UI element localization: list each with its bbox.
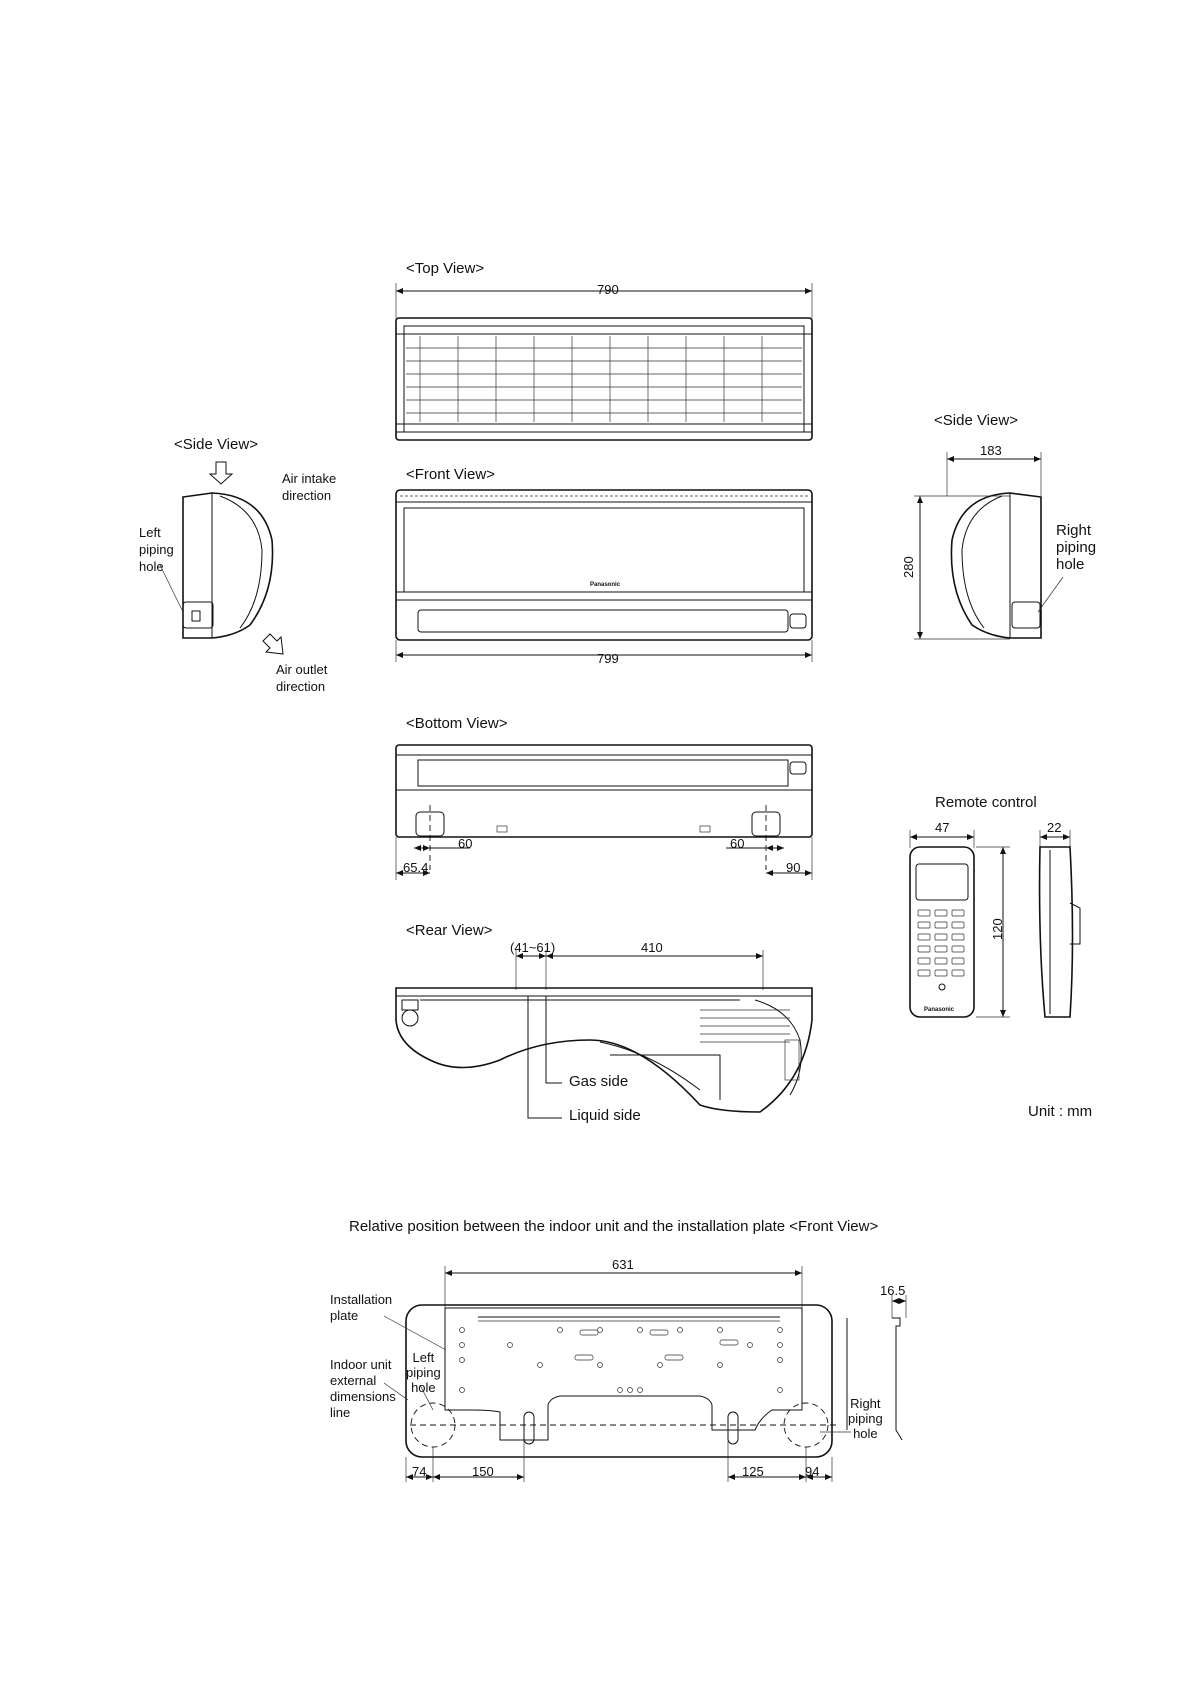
- plate-hole: [459, 1357, 465, 1363]
- plate-74-dimension: 74: [412, 1464, 427, 1479]
- remote-button: [951, 945, 965, 953]
- remote-button: [951, 969, 965, 977]
- liquid-side-label: Liquid side: [569, 1107, 641, 1124]
- rear-410-dimension: 410: [641, 940, 663, 955]
- remote-button: [917, 909, 931, 917]
- remote-button: [917, 957, 931, 965]
- remote-depth-dimension: 22: [1047, 820, 1062, 835]
- remote-button: [934, 921, 948, 929]
- plate-left-piping-hole-label: Left piping hole: [406, 1350, 441, 1395]
- remote-button: [917, 933, 931, 941]
- plate-hole: [747, 1342, 753, 1348]
- plate-hole: [597, 1327, 603, 1333]
- plate-hole: [777, 1342, 783, 1348]
- gas-side-label: Gas side: [569, 1073, 629, 1090]
- remote-brand-logo: Panasonic: [924, 1007, 955, 1013]
- plate-hole: [637, 1387, 643, 1393]
- installation-plate-label: Installation plate: [330, 1292, 393, 1323]
- plate-slot: [649, 1329, 669, 1336]
- plate-16-5-dimension: 16.5: [880, 1283, 906, 1298]
- plate-hole: [507, 1342, 513, 1348]
- bottom-right-90-dimension: 90: [786, 860, 801, 875]
- remote-height-dimension: 120: [990, 918, 1005, 940]
- air-intake-label: Air intake direction: [282, 471, 337, 503]
- remote-button: [951, 957, 965, 965]
- plate-hole: [777, 1387, 783, 1393]
- left-side-view-drawing: [159, 461, 284, 655]
- plate-slot: [579, 1329, 599, 1336]
- plate-125-dimension: 125: [742, 1464, 764, 1479]
- left-side-view-title: <Side View>: [174, 436, 258, 453]
- remote-button: [934, 969, 948, 977]
- plate-hole: [777, 1327, 783, 1333]
- plate-hole: [717, 1362, 723, 1368]
- remote-button: [934, 957, 948, 965]
- plate-hole: [459, 1387, 465, 1393]
- remote-button: [917, 945, 931, 953]
- top-width-dimension: 790: [597, 282, 619, 297]
- unit-label: Unit : mm: [1028, 1103, 1093, 1120]
- indoor-unit-line-label: Indoor unit external dimensions line: [330, 1357, 396, 1420]
- plate-slot: [574, 1354, 594, 1361]
- installation-plate-drawing: [383, 1266, 907, 1482]
- right-side-view-title: <Side View>: [934, 412, 1018, 429]
- plate-150-dimension: 150: [472, 1464, 494, 1479]
- plate-hole: [717, 1327, 723, 1333]
- remote-button: [934, 945, 948, 953]
- plate-631-dimension: 631: [612, 1257, 634, 1272]
- rear-view-drawing: [395, 950, 813, 1119]
- plate-hole: [677, 1327, 683, 1333]
- front-width-dimension: 799: [597, 651, 619, 666]
- rear-range-dimension: (41~61): [510, 940, 556, 955]
- bottom-view-drawing: [395, 744, 813, 880]
- remote-control-drawing: [909, 830, 1081, 1018]
- plate-hole: [557, 1327, 563, 1333]
- plate-hole: [777, 1357, 783, 1363]
- remote-button: [934, 933, 948, 941]
- plate-hole: [627, 1387, 633, 1393]
- plate-slot: [664, 1354, 684, 1361]
- remote-button: [951, 921, 965, 929]
- bottom-left-60-dimension: 60: [458, 836, 473, 851]
- plate-hole: [637, 1327, 643, 1333]
- rear-view-title: <Rear View>: [406, 922, 493, 939]
- installation-plate-title: Relative position between the indoor uni…: [349, 1218, 879, 1235]
- front-view-title: <Front View>: [406, 466, 495, 483]
- right-side-view-drawing: [914, 452, 1064, 640]
- plate-hole: [459, 1342, 465, 1348]
- remote-button: [951, 933, 965, 941]
- remote-button: [917, 969, 931, 977]
- plate-hole: [657, 1362, 663, 1368]
- top-view-title: <Top View>: [406, 260, 485, 277]
- plate-slot: [719, 1339, 739, 1346]
- brand-logo: Panasonic: [590, 582, 621, 588]
- plate-hole: [537, 1362, 543, 1368]
- plate-hole: [597, 1362, 603, 1368]
- plate-hole: [617, 1387, 623, 1393]
- front-view-drawing: [395, 489, 813, 662]
- remote-button: [951, 909, 965, 917]
- right-piping-hole-label: Right piping hole: [1056, 522, 1097, 573]
- bottom-left-65-dimension: 65.4: [403, 860, 429, 875]
- plate-right-piping-hole-label: Right piping hole: [848, 1396, 883, 1441]
- air-outlet-label: Air outlet direction: [276, 662, 328, 694]
- plate-94-dimension: 94: [805, 1464, 820, 1479]
- remote-button: [917, 921, 931, 929]
- remote-control-title: Remote control: [935, 794, 1037, 811]
- plate-hole: [459, 1327, 465, 1333]
- bottom-view-title: <Bottom View>: [406, 715, 508, 732]
- remote-width-dimension: 47: [935, 820, 950, 835]
- left-piping-hole-label: Left piping hole: [139, 525, 174, 574]
- side-depth-dimension: 183: [980, 443, 1002, 458]
- remote-button: [934, 909, 948, 917]
- top-view-drawing: [395, 283, 813, 441]
- side-height-dimension: 280: [901, 556, 916, 578]
- bottom-right-60-dimension: 60: [730, 836, 745, 851]
